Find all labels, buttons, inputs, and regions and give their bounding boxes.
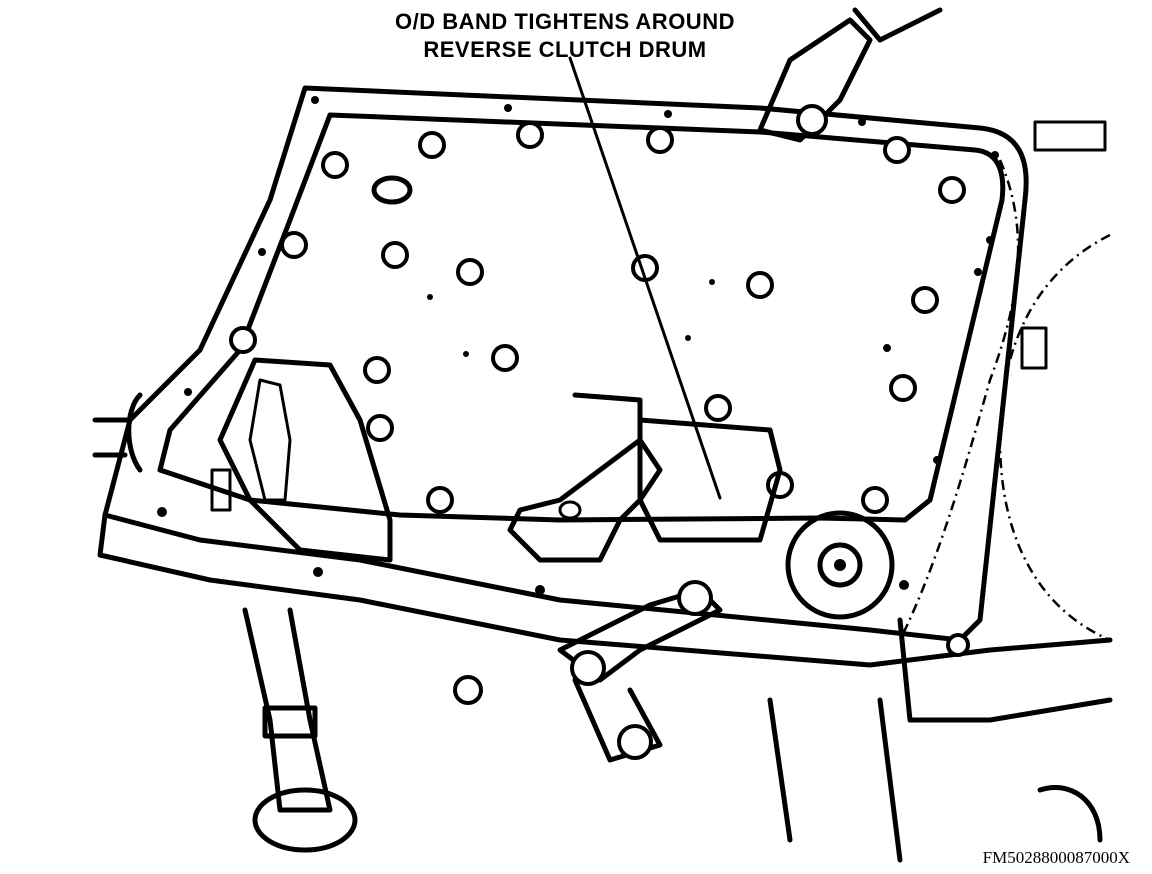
- housing-dashed-outline-2: [898, 159, 1020, 641]
- figure-id: FM5028800087000X: [982, 848, 1130, 867]
- filler-tube: [757, 17, 873, 143]
- detent-pin-hole: [558, 500, 582, 520]
- housing-tab: [1037, 784, 1103, 843]
- frame-holes: [157, 96, 999, 595]
- drum-center: [834, 559, 846, 571]
- linkage-pivot-lower: [570, 650, 606, 686]
- pan-outer-frame: [102, 85, 1029, 643]
- linkage-pivot-upper: [677, 580, 713, 616]
- servo-plate: [248, 378, 292, 502]
- servo-bracket: [217, 357, 393, 563]
- left-bracket-tab: [92, 392, 143, 473]
- callout-label: O/D BAND TIGHTENS AROUND REVERSE CLUTCH …: [330, 8, 800, 64]
- filler-tube-upper: [852, 7, 943, 43]
- manual-valve-block: [637, 417, 783, 543]
- column-collar: [262, 705, 318, 739]
- support-column: [242, 607, 333, 813]
- callout-line-2: REVERSE CLUTCH DRUM: [423, 37, 707, 62]
- right-side-clip: [1020, 326, 1048, 370]
- filler-tube-cap: [796, 104, 828, 136]
- linkage-end-bolt: [617, 724, 653, 760]
- housing-bracket: [767, 697, 903, 863]
- reverse-clutch-drum: [785, 510, 895, 620]
- column-base: [252, 787, 358, 853]
- servo-spring: [210, 468, 232, 512]
- drum-hub: [817, 542, 863, 588]
- callout-line-1: O/D BAND TIGHTENS AROUND: [395, 9, 735, 34]
- dipstick-clip: [1033, 120, 1107, 152]
- pan-inner-frame: [157, 112, 1006, 523]
- oil-port: [371, 175, 413, 205]
- pan-lower-edge: [97, 512, 1113, 668]
- housing-lower-right: [897, 617, 1113, 723]
- callout-leader-line: [568, 56, 722, 500]
